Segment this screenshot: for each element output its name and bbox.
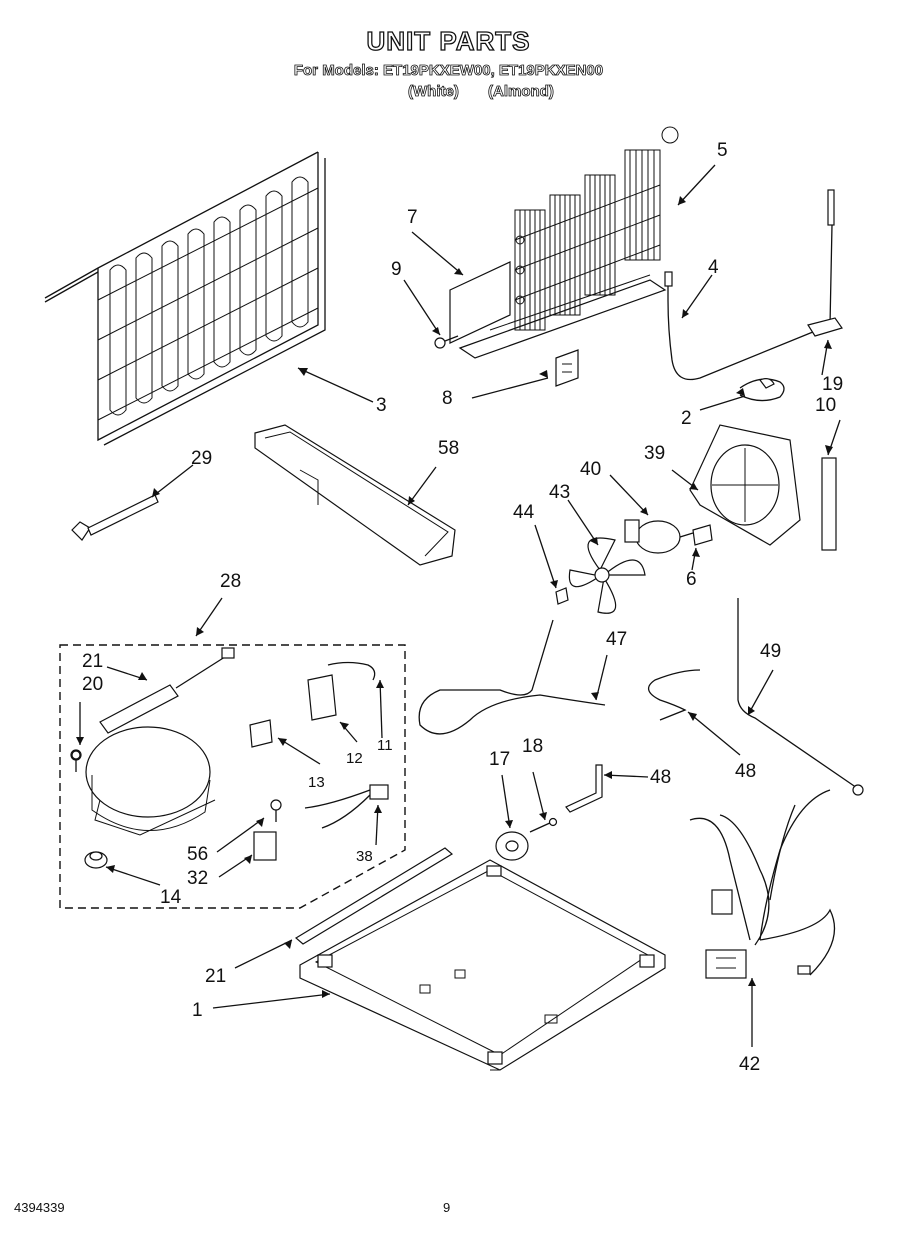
callout-18: 18: [522, 736, 543, 757]
clip-44: [555, 587, 569, 605]
condenser-coil: [44, 151, 326, 446]
callout-44: 44: [513, 502, 535, 523]
pin-18: [529, 821, 553, 833]
callout-7: 7: [407, 207, 418, 228]
callout-labels: 3 5 7 9 4 8 19 2 10 39 40 43 44 6 58 29 …: [82, 140, 843, 1075]
capacitor-32: [253, 831, 277, 861]
callout-8: 8: [442, 388, 453, 409]
screw-9: [434, 335, 459, 349]
overload-12: [307, 674, 337, 721]
doc-number: 4394339: [14, 1200, 65, 1215]
compressor-kit-box: [59, 644, 406, 909]
callout-12: 12: [346, 750, 363, 767]
callout-38: 38: [356, 848, 373, 865]
relay-13: [249, 719, 273, 748]
fan-shroud-39: [689, 424, 801, 546]
callout-47: 48: [735, 761, 756, 782]
compressor: [70, 726, 216, 836]
grommet-14: [84, 851, 108, 869]
screw-56: [270, 799, 282, 822]
callout-13: 13: [308, 774, 325, 791]
roller-17: [495, 831, 529, 861]
rail-21: [294, 847, 454, 945]
wiring-harness-42: [689, 789, 836, 979]
drain-pan-58: [254, 424, 456, 566]
callout-2: 2: [681, 408, 692, 429]
arrowheads: [76, 196, 833, 998]
models-line: For Models: ET19PKXEW00, ET19PKXEN00: [293, 62, 604, 80]
callout-28: 28: [220, 571, 241, 592]
page-title: UNIT PARTS: [366, 25, 531, 56]
callout-4: 4: [708, 257, 719, 278]
screw-6: [692, 524, 713, 546]
callout-43: 43: [549, 482, 570, 503]
callout-10: 10: [815, 395, 836, 416]
callout-14: 14: [160, 887, 182, 908]
callout-20: 20: [82, 674, 103, 695]
heater-wire-4: [664, 189, 835, 381]
fan-blade-43: [568, 537, 646, 614]
callout-58: 58: [438, 438, 459, 459]
bracket-48: [565, 764, 603, 813]
callout-49: 49: [760, 641, 781, 662]
power-cord-2: [739, 378, 785, 402]
callout-17: 17: [489, 749, 510, 770]
screw-20: [71, 750, 81, 760]
callout-21: 21: [205, 966, 226, 987]
callout-56: 56: [187, 844, 208, 865]
wire-11: [327, 661, 376, 681]
callout-29: 21: [82, 651, 103, 672]
callout-46: 47: [606, 629, 627, 650]
callout-1: 1: [192, 1000, 203, 1021]
callout-3: 3: [376, 395, 387, 416]
strip-10: [821, 457, 837, 551]
fan-motor-40: [624, 519, 694, 554]
tubing-47: [648, 669, 701, 721]
callout-32: 32: [187, 868, 208, 889]
callout-39: 39: [644, 443, 665, 464]
callout-19: 19: [822, 374, 843, 395]
page-number: 9: [443, 1200, 451, 1215]
tie-wrap-30: [71, 494, 159, 541]
callout-40: 40: [580, 459, 601, 480]
color-almond-label: (Almond): [488, 83, 555, 101]
harness-38: [304, 784, 389, 829]
bracket-8: [555, 349, 579, 387]
callout-9: 9: [391, 259, 402, 280]
tubing-49: [737, 598, 861, 791]
drier-29: [99, 647, 235, 734]
callout-11: 11: [377, 737, 393, 754]
callout-6: 6: [686, 569, 697, 590]
base-plate-1: [299, 859, 666, 1071]
callout-48: 48: [650, 767, 671, 788]
color-white-label: (White): [408, 83, 460, 101]
callout-5: 5: [717, 140, 728, 161]
clip-19: [807, 317, 843, 337]
callout-42: 42: [739, 1054, 760, 1075]
callout-30: 29: [191, 448, 212, 469]
tubing-46: [418, 619, 606, 735]
evaporator-assembly: [434, 126, 679, 387]
